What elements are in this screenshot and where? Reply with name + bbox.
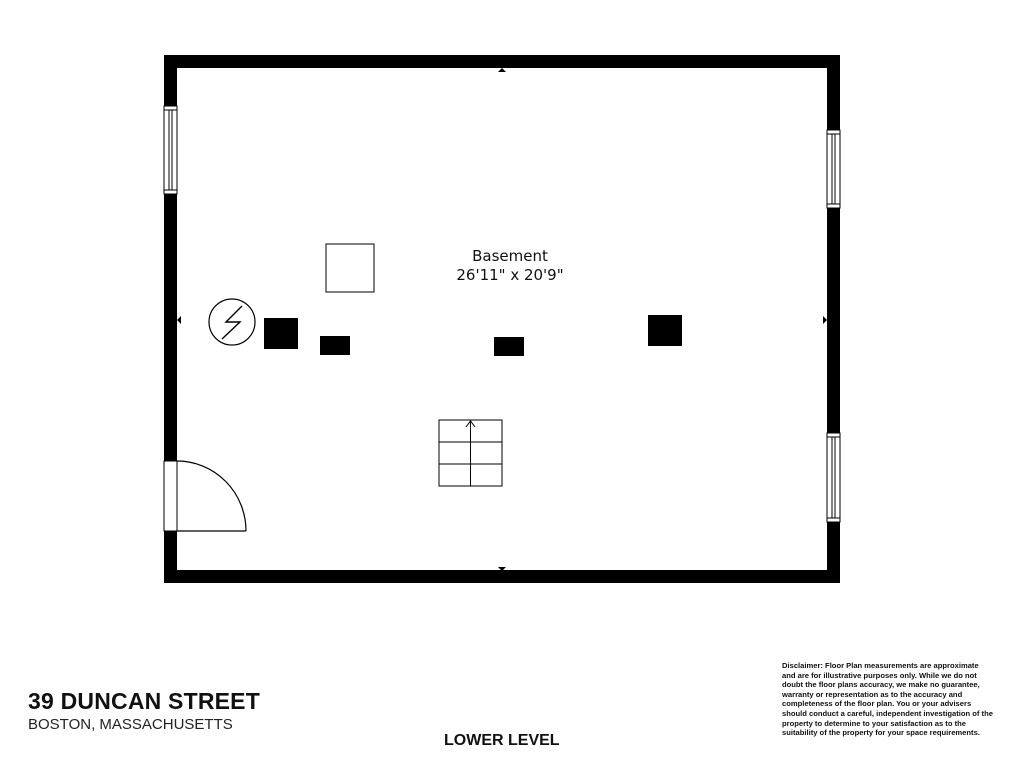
window-right-lower [826,432,841,523]
wall-bottom [164,570,840,583]
marker-top [498,68,506,72]
floor-level-label: LOWER LEVEL [444,732,560,749]
stairs [438,419,503,487]
disclaimer-text: Disclaimer: Floor Plan measurements are … [782,661,993,738]
column-2 [320,336,350,355]
column-1 [264,318,298,349]
marker-bottom [498,567,506,571]
door [163,460,247,532]
utility-box [325,243,375,293]
marker-right [823,316,827,324]
electrical-panel-icon [208,298,256,346]
dimension-markers [177,68,827,571]
window-left [163,105,178,195]
stairs-up-arrow-icon [465,420,476,440]
column-4 [648,315,682,346]
marker-left [177,316,181,324]
room-dimensions: 26'11" x 20'9" [456,266,563,284]
property-city: BOSTON, MASSACHUSETTS [28,716,233,733]
room-name: Basement [472,247,548,265]
window-right-upper [826,129,841,209]
wall-top [164,55,840,68]
property-address: 39 DUNCAN STREET [28,688,260,714]
column-3 [494,337,524,356]
